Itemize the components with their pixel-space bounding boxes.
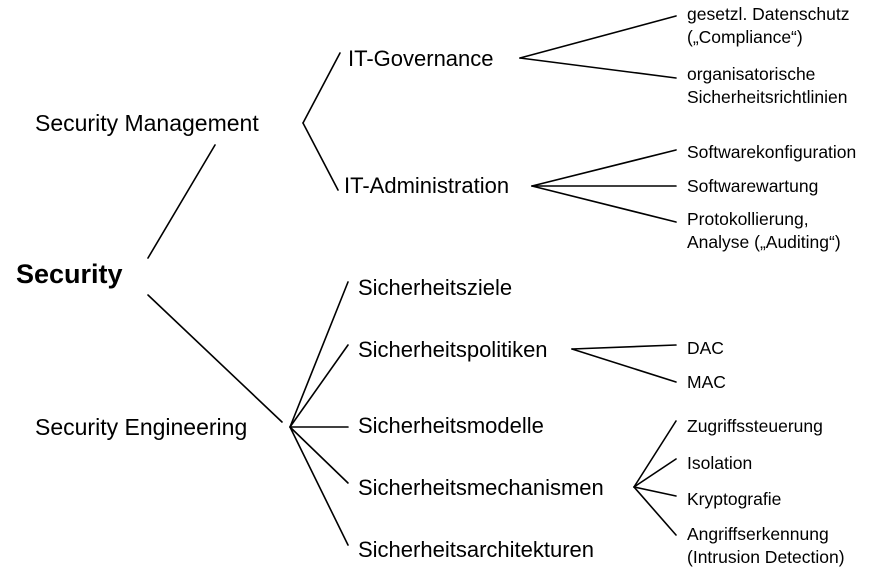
edge-mechanismen-to-isolation	[633, 458, 677, 488]
leaf-line: (Intrusion Detection)	[687, 547, 845, 567]
leaf-line: („Compliance“)	[687, 27, 803, 47]
edge-group-sicherheitspolitiken	[571, 344, 677, 383]
edge-engineering-to-sicherheitsarchitekturen	[289, 426, 349, 546]
node-label-softwarewartung: Softwarewartung	[0, 0, 843, 196]
edge-engineering-to-sicherheitspolitiken	[289, 344, 349, 428]
node-label-sicherheitsziele: Sicherheitsziele	[358, 275, 512, 300]
node-label-sicherheitsarchitekturen: Sicherheitsarchitekturen	[358, 537, 594, 562]
edge-group-it-administration	[531, 149, 677, 223]
node-label-sicherheitsmodelle: Sicherheitsmodelle	[358, 413, 544, 438]
node-label-gesetzl-datenschutz: gesetzl. Datenschutz („Compliance“)	[0, 0, 878, 47]
edge-root-to-security-engineering	[147, 294, 283, 423]
node-label-angriffserkennung: Angriffserkennung (Intrusion Detection)	[687, 524, 845, 567]
node-label-sicherheitsmechanismen: Sicherheitsmechanismen	[358, 475, 604, 500]
edge-politiken-to-dac	[571, 344, 677, 350]
edge-group-security-management	[302, 52, 341, 191]
leaf-line: Analyse („Auditing“)	[687, 232, 841, 252]
edge-mechanismen-to-zugriffssteuerung	[633, 420, 677, 488]
leaf-line: organisatorische	[687, 64, 815, 84]
edge-administration-to-softwarekonfiguration	[531, 149, 677, 187]
node-label-kryptografie: Kryptografie	[687, 489, 781, 509]
edge-governance-to-sicherheitsrichtlinien	[519, 57, 677, 79]
edge-group-security-engineering	[289, 281, 349, 546]
edge-engineering-to-sicherheitsziele	[289, 281, 349, 428]
node-label-it-governance: IT-Governance	[348, 46, 494, 71]
edge-group-root	[147, 144, 283, 423]
leaf-line: Zugriffssteuerung	[687, 416, 823, 436]
leaf-line: DAC	[687, 338, 724, 358]
node-label-protokollierung-analyse: Protokollierung, Analyse („Auditing“)	[0, 0, 865, 252]
edge-administration-to-protokollierung	[531, 185, 677, 223]
node-label-sicherheitspolitiken: Sicherheitspolitiken	[358, 337, 548, 362]
leaf-line: MAC	[687, 372, 726, 392]
leaf-line: Isolation	[687, 453, 752, 473]
node-label-organisatorische-sicherheitsrichtlinien: organisatorische Sicherheitsrichtlinien	[0, 0, 872, 107]
node-label-it-administration: IT-Administration	[344, 173, 509, 198]
edge-management-to-it-governance	[302, 52, 341, 124]
node-label-mac: MAC	[687, 372, 726, 392]
node-label-zugriffssteuerung: Zugriffssteuerung	[687, 416, 823, 436]
edge-group-it-governance	[519, 15, 677, 79]
node-label-dac: DAC	[687, 338, 724, 358]
edge-mechanismen-to-angriffserkennung	[633, 486, 677, 536]
node-label-softwarekonfiguration: Softwarekonfiguration	[0, 0, 878, 162]
edge-mechanismen-to-kryptografie	[633, 486, 677, 497]
edge-management-to-it-administration	[302, 122, 339, 191]
leaf-line: Protokollierung,	[687, 209, 809, 229]
leaf-line: Angriffserkennung	[687, 524, 829, 544]
node-label-security-management: Security Management	[35, 110, 259, 136]
edge-governance-to-datenschutz	[519, 15, 677, 59]
edge-engineering-to-sicherheitsmechanismen	[289, 426, 349, 484]
leaf-line: Softwarewartung	[687, 176, 818, 196]
leaf-line: Kryptografie	[687, 489, 781, 509]
leaf-line: gesetzl. Datenschutz	[687, 4, 849, 24]
leaf-line: Softwarekonfiguration	[687, 142, 856, 162]
edge-politiken-to-mac	[571, 348, 677, 383]
edge-root-to-security-management	[147, 144, 216, 259]
node-label-security: Security	[16, 259, 123, 289]
leaf-line: Sicherheitsrichtlinien	[687, 87, 848, 107]
node-label-isolation: Isolation	[687, 453, 752, 473]
edge-group-sicherheitsmechanismen	[633, 420, 677, 536]
node-label-security-engineering: Security Engineering	[35, 414, 247, 440]
